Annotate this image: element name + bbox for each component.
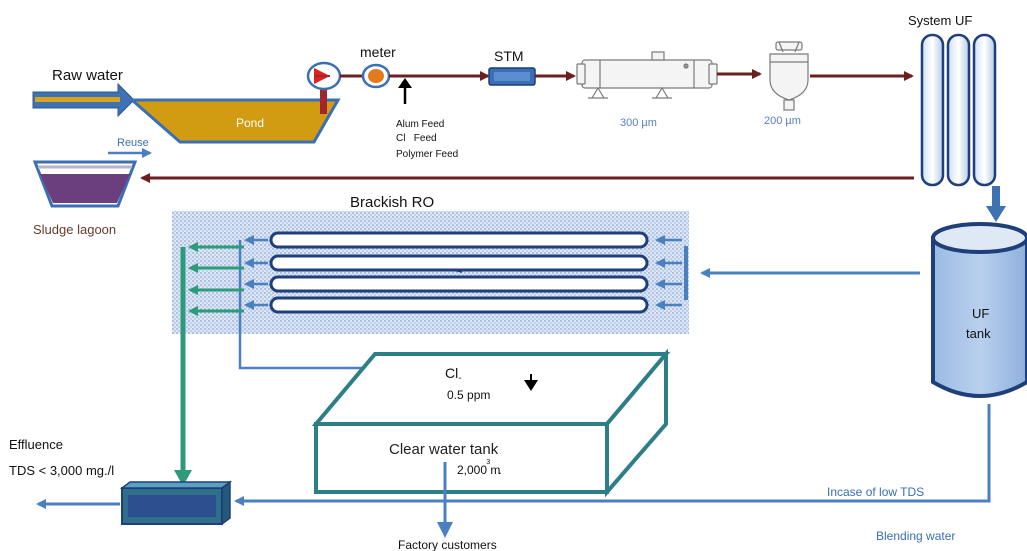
alum-feed-label: Alum Feed <box>396 119 444 130</box>
ro-feed-arrows <box>655 235 682 310</box>
sludge-lagoon <box>32 160 138 208</box>
meter-label: meter <box>360 44 396 60</box>
ro-panel <box>172 211 689 334</box>
brackish-ro-label: Brackish RO <box>350 194 434 211</box>
stm-unit <box>488 67 536 86</box>
ro-membranes <box>269 231 649 314</box>
pond-label: Pond <box>236 116 264 130</box>
effluence-label: Effluence <box>9 437 63 452</box>
raw-water-arrow <box>32 82 135 118</box>
filter-300-label: 300 µm <box>620 117 657 129</box>
sludge-lagoon-label: Sludge lagoon <box>33 222 116 237</box>
valve-icon <box>306 61 342 114</box>
factory-customers-label: Factory customers <box>398 538 497 551</box>
clear-water-tank <box>311 348 671 498</box>
raw-water-label: Raw water <box>52 67 123 84</box>
up-arrow-icon <box>398 78 412 104</box>
uf-tank-label-line2: tank <box>966 326 991 341</box>
incase-low-tds-label: Incase of low TDS <box>827 485 924 499</box>
flow-meter-icon <box>361 63 391 89</box>
cl-dose-label: Cl- <box>445 365 462 384</box>
cl-dose-arrow-icon <box>524 374 538 391</box>
ro-permeate-arrows <box>244 235 268 310</box>
bag-filter-icon <box>769 41 809 111</box>
ro-membrane-mark <box>451 269 463 273</box>
blending-water-label: Blending water <box>876 529 955 543</box>
cl-feed-label: Cl Feed <box>396 133 437 144</box>
cartridge-filter-icon <box>576 51 718 99</box>
concentrate-arrowhead <box>174 470 192 486</box>
cl-concentration-label: 0.5 ppm <box>447 388 490 402</box>
stm-label: STM <box>494 48 524 64</box>
tank-volume-label: 2,000 m3. <box>457 459 502 477</box>
blending-water-line <box>234 404 991 506</box>
clear-water-tank-label: Clear water tank <box>389 441 499 458</box>
polymer-feed-label: Polymer Feed <box>396 149 458 160</box>
system-uf-label: System UF <box>908 13 972 28</box>
ro-concentrate-arrows <box>188 242 244 316</box>
pond <box>128 98 341 144</box>
effluence-box <box>119 480 233 526</box>
uf-tank-label-line1: UF <box>972 306 989 321</box>
uf-to-tank-arrow <box>986 186 1006 222</box>
reuse-label: Reuse <box>117 137 149 149</box>
filter-200-label: 200 µm <box>764 115 801 127</box>
uf-modules <box>920 33 997 187</box>
tds-limit-label: TDS < 3,000 mg./l <box>9 463 114 478</box>
